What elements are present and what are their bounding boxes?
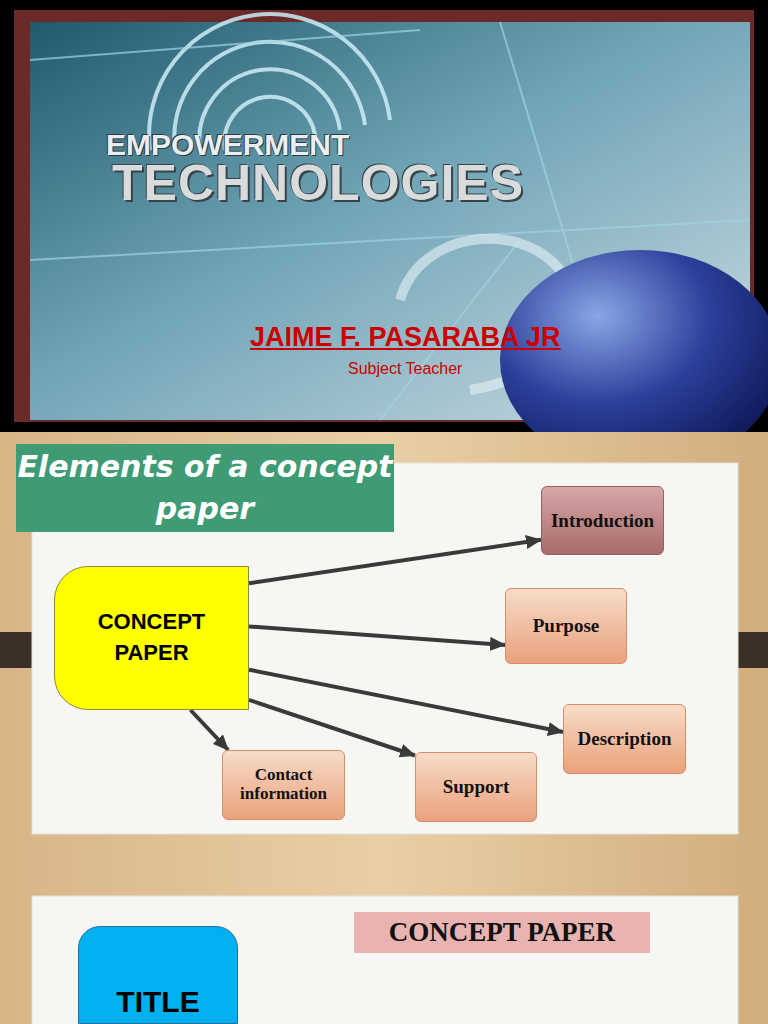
teacher-role: Subject Teacher bbox=[348, 360, 462, 378]
node-text: Support bbox=[443, 776, 510, 798]
arrow-connector bbox=[191, 710, 229, 750]
node-text: TITLE bbox=[116, 985, 199, 1019]
arrow-connector bbox=[249, 626, 505, 645]
node-text: Contact information bbox=[229, 766, 338, 803]
element-box: Support bbox=[415, 752, 537, 822]
node-text: CONCEPT PAPER bbox=[67, 607, 236, 669]
arrow-connector bbox=[249, 540, 541, 583]
node-text: Purpose bbox=[533, 615, 600, 637]
title-banner: Elements of a concept paper bbox=[16, 444, 394, 532]
element-box: Introduction bbox=[541, 486, 664, 555]
arrow-connector bbox=[249, 670, 563, 732]
section-label: CONCEPT PAPER bbox=[354, 912, 650, 953]
cover-title: TECHNOLOGIES bbox=[112, 154, 524, 212]
element-box: Description bbox=[563, 704, 686, 774]
central-box: CONCEPT PAPER bbox=[54, 566, 249, 710]
element-box: Contact information bbox=[222, 750, 345, 820]
element-box: Purpose bbox=[505, 588, 627, 664]
diagram-title: Elements of a concept paper bbox=[16, 446, 394, 530]
wood-background bbox=[0, 432, 768, 868]
white-panel bbox=[32, 896, 738, 1024]
arrow-connector bbox=[249, 700, 415, 756]
node-text: Introduction bbox=[551, 510, 654, 532]
node-text: CONCEPT PAPER bbox=[389, 917, 615, 948]
teacher-name: JAIME F. PASARABA JR bbox=[250, 322, 561, 353]
node-text: Description bbox=[578, 728, 672, 750]
title-box: TITLE bbox=[78, 926, 238, 1024]
